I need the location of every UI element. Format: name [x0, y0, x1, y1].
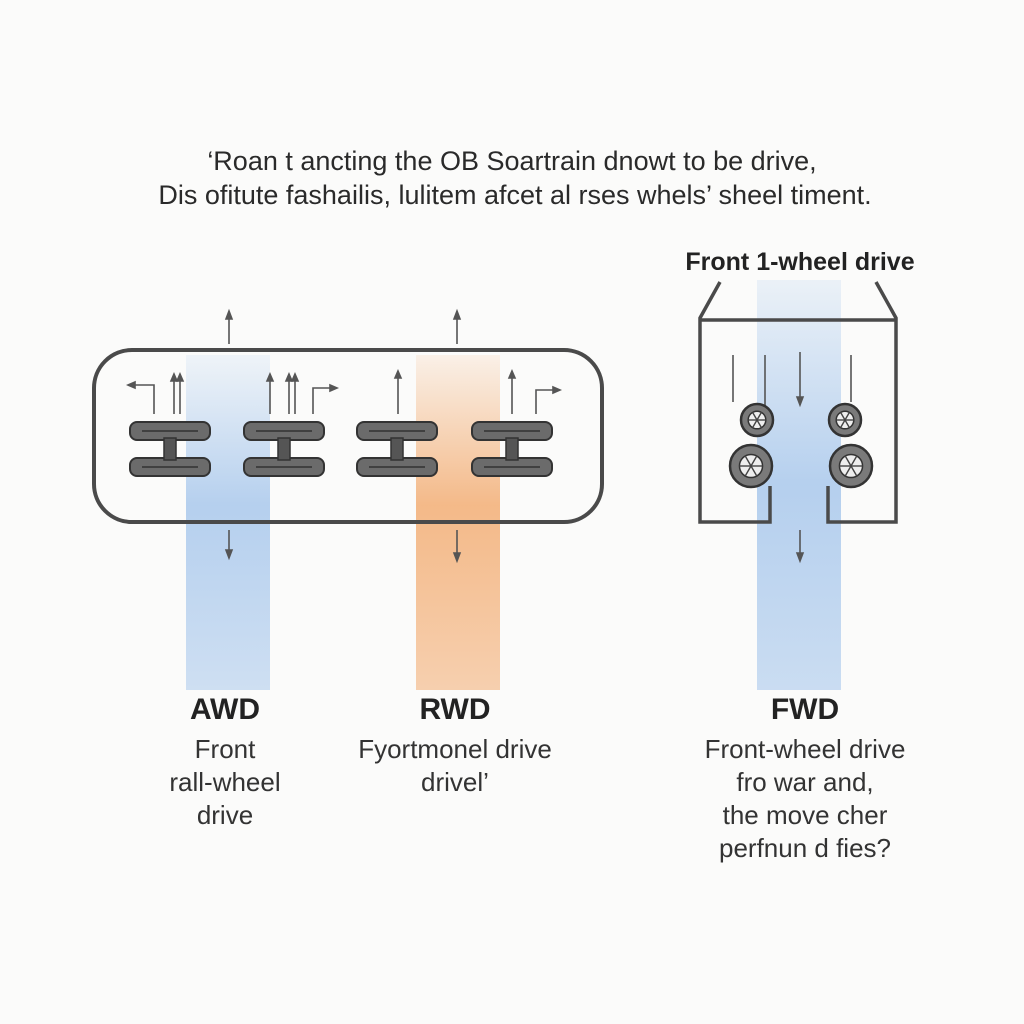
fwd-band	[757, 280, 841, 690]
fwd-line-4: perfnun d fies?	[718, 833, 891, 863]
axle-assembly	[471, 421, 553, 477]
wheel-icon	[827, 402, 863, 438]
wheel-icon	[828, 443, 874, 489]
awd-line-3: drive	[196, 800, 254, 830]
wheel-icon	[728, 443, 774, 489]
fwd-diagram-title: Front 1-wheel drive	[685, 248, 915, 276]
awd-line-2: rall-wheel	[169, 767, 281, 797]
fwd-line-3: the move cher	[722, 800, 888, 830]
axle-assembly	[243, 421, 325, 477]
fwd-line-1: Front-wheel drive	[704, 734, 906, 764]
fwd-wheels	[728, 402, 874, 489]
wheel-icon	[739, 402, 775, 438]
rwd-heading: RWD	[419, 693, 491, 726]
axle-assemblies	[129, 421, 553, 477]
axle-arrows	[125, 368, 563, 414]
axle-assembly	[356, 421, 438, 477]
awd-line-1: Front	[194, 734, 256, 764]
awd-heading: AWD	[190, 693, 260, 726]
flow-arrows	[224, 308, 462, 564]
chassis-outline	[92, 348, 604, 524]
fwd-heading: FWD	[770, 693, 840, 726]
intro-line-2: Dis ofitute fashailis, lulitem afcet al …	[158, 180, 872, 210]
intro-line-1: ‘Roan t ancting the OB Soartrain dnowt t…	[207, 146, 817, 176]
rwd-line-1: Fyortmonel drive	[358, 734, 552, 764]
axle-assembly	[129, 421, 211, 477]
fwd-car-outline	[698, 281, 898, 524]
fwd-line-2: fro war and,	[736, 767, 874, 797]
rwd-line-2: drivel’	[421, 767, 489, 797]
